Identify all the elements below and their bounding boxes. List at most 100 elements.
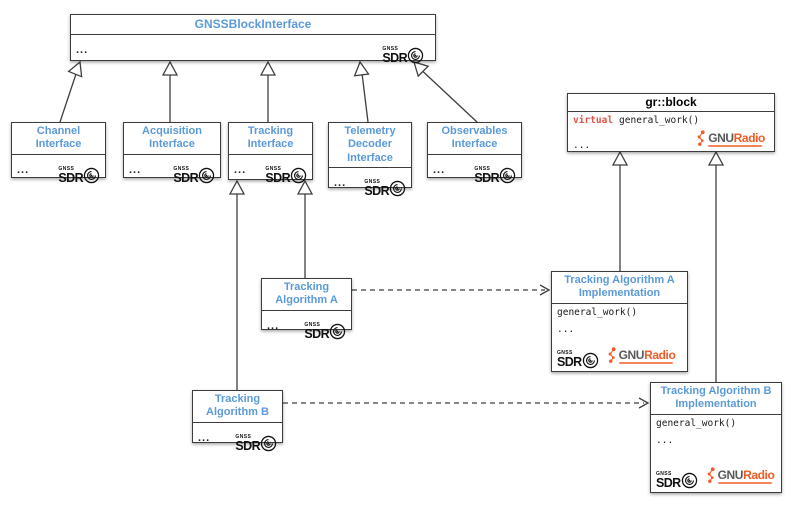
logo-slot: GNSS SDR [173,157,215,185]
gnss-sdr-logo-main-text: SDR [474,170,499,185]
gnss-sdr-logo-main-text: SDR [382,50,407,65]
node-body: ... GNSS SDR [124,155,220,187]
open-arrowhead-impl-b [638,397,650,409]
gnuradio-logo-text: GNURadio [708,131,765,146]
gnss-sdr-spiral-icon [582,352,598,368]
gnuradio-logo: GNURadio [696,130,765,148]
gnss-sdr-logo-top-text: GNSS [304,321,321,328]
gnss-sdr-logo-top-text: GNSS [364,179,381,186]
gnuradio-tagline-bar [717,482,772,484]
gnss-sdr-spiral-icon [681,472,697,488]
gnss-sdr-wordmark: GNSS SDR [173,166,198,185]
ellipsis-member: ... [433,164,446,177]
gnuradio-logo-text: GNURadio [618,347,676,362]
node-tracking-algorithm-a-implementation: Tracking Algorithm A Implementation gene… [551,271,688,372]
ellipsis-member: ... [557,323,575,335]
logo-slot: GNSS SDR [304,313,346,341]
gnss-sdr-logo-main-text: SDR [235,438,260,453]
gnuradio-logo-text: GNURadio [717,468,775,482]
gnss-sdr-logo-main-text: SDR [58,170,83,185]
gnss-sdr-spiral-icon [389,181,406,197]
arrowhead-acquisition [161,60,179,76]
gnuradio-logo: GNURadio [607,347,676,364]
logo-slot: GNSS SDR [58,157,100,185]
logo-slot: GNSS SDR [474,157,516,185]
gnss-sdr-logo-top-text: GNSS [58,165,75,172]
gnss-sdr-wordmark: GNSS SDR [656,470,681,490]
node-title: Telemetry Decoder Interface [329,123,411,169]
gnss-sdr-logo: GNSS SDR [474,165,516,185]
ellipsis-member: ... [267,320,280,333]
gnuradio-tagline-bar [708,145,763,148]
arrowhead-impl-b [707,150,725,166]
gnss-sdr-logo-top-text: GNSS [557,350,573,357]
gnss-sdr-spiral-icon [407,47,424,64]
node-body: general_work() ... GNSS SDR G [552,304,687,372]
logo-slot: GNSS SDR [382,37,424,65]
gnss-sdr-logo-top-text: GNSS [382,45,399,52]
node-title: Tracking Algorithm B [193,391,282,423]
node-title: Tracking Interface [229,123,312,155]
arrowhead-channel [67,60,83,78]
node-tracking-interface: Tracking Interface ... GNSS SDR [228,122,313,184]
arrowhead-impl-a [611,150,629,166]
node-tracking-algorithm-b: Tracking Algorithm B ... GNSS SDR [192,390,283,452]
gnss-sdr-spiral-icon [499,167,516,184]
gnss-sdr-wordmark: GNSS SDR [364,180,389,198]
node-body: ... GNSS SDR [329,168,411,200]
gnss-sdr-logo-top-text: GNSS [474,165,491,172]
logo-slot: GNSS SDR [235,425,277,453]
node-acquisition-interface: Acquisition Interface ... GNSS SDR [123,122,221,184]
node-tracking-algorithm-a: Tracking Algorithm A ... GNSS SDR [261,278,352,340]
gnuradio-wordmark: GNURadio [708,131,765,148]
node-channel-interface: Channel Interface ... GNSS SDR [11,122,106,184]
gnss-sdr-logo-main-text: SDR [364,184,389,199]
node-title: Tracking Algorithm A Implementation [552,272,687,304]
gnss-sdr-wordmark: GNSS SDR [235,434,260,453]
logo-slot: GNSS SDR [364,170,406,198]
gnss-sdr-logo: GNSS SDR [656,470,698,490]
node-body: ... GNSS SDR [428,155,521,187]
arrowhead-observables [413,61,430,78]
ellipsis-member: ... [334,177,347,190]
logos-row: GNSS SDR GNURadio [557,339,682,369]
gnss-sdr-wordmark: GNSS SDR [58,165,83,185]
node-title: Tracking Algorithm B Implementation [651,383,781,415]
gnss-sdr-logo: GNSS SDR [58,165,100,185]
gnss-sdr-logo: GNSS SDR [235,434,277,453]
logo-slot: GNURadio [607,347,676,369]
node-gnss-block-interface: GNSSBlockInterface ... GNSS SDR [70,14,436,64]
node-title: Tracking Algorithm A [262,279,351,311]
gnss-sdr-wordmark: GNSS SDR [557,351,582,369]
gnss-sdr-logo-main-text: SDR [265,170,290,185]
gnuradio-icon [707,467,715,483]
gnss-sdr-logo: GNSS SDR [382,45,424,65]
gnss-sdr-logo-main-text: SDR [557,355,582,370]
logo-slot: GNSS SDR [656,462,698,490]
ellipsis-member: ... [129,164,142,177]
logo-slot: GNSS SDR [557,341,599,369]
gnss-sdr-wordmark: GNSS SDR [382,45,407,65]
node-body: ... GNSS SDR [229,155,312,187]
logo-slot: GNSS SDR [265,157,307,185]
arrowhead-alg-a [296,179,314,195]
node-title: Channel Interface [12,123,105,155]
gnuradio-icon [608,347,616,363]
arrowhead-alg-b [228,179,246,195]
ellipsis-member: ... [573,139,591,151]
gnss-sdr-wordmark: GNSS SDR [265,166,290,185]
member-general-work: general_work() [656,417,737,429]
ellipsis-member: ... [198,432,211,445]
ellipsis-member: ... [17,164,30,177]
node-title: Observables Interface [428,123,521,155]
gnuradio-tagline-bar [618,361,673,364]
node-tracking-algorithm-b-implementation: Tracking Algorithm B Implementation gene… [650,382,782,493]
gnss-sdr-logo-top-text: GNSS [656,470,672,477]
gnss-sdr-spiral-icon [198,167,215,184]
gnss-sdr-logo: GNSS SDR [557,351,599,369]
gnss-sdr-spiral-icon [290,167,307,184]
node-telemetry-decoder-interface: Telemetry Decoder Interface ... GNSS SDR [328,122,412,197]
